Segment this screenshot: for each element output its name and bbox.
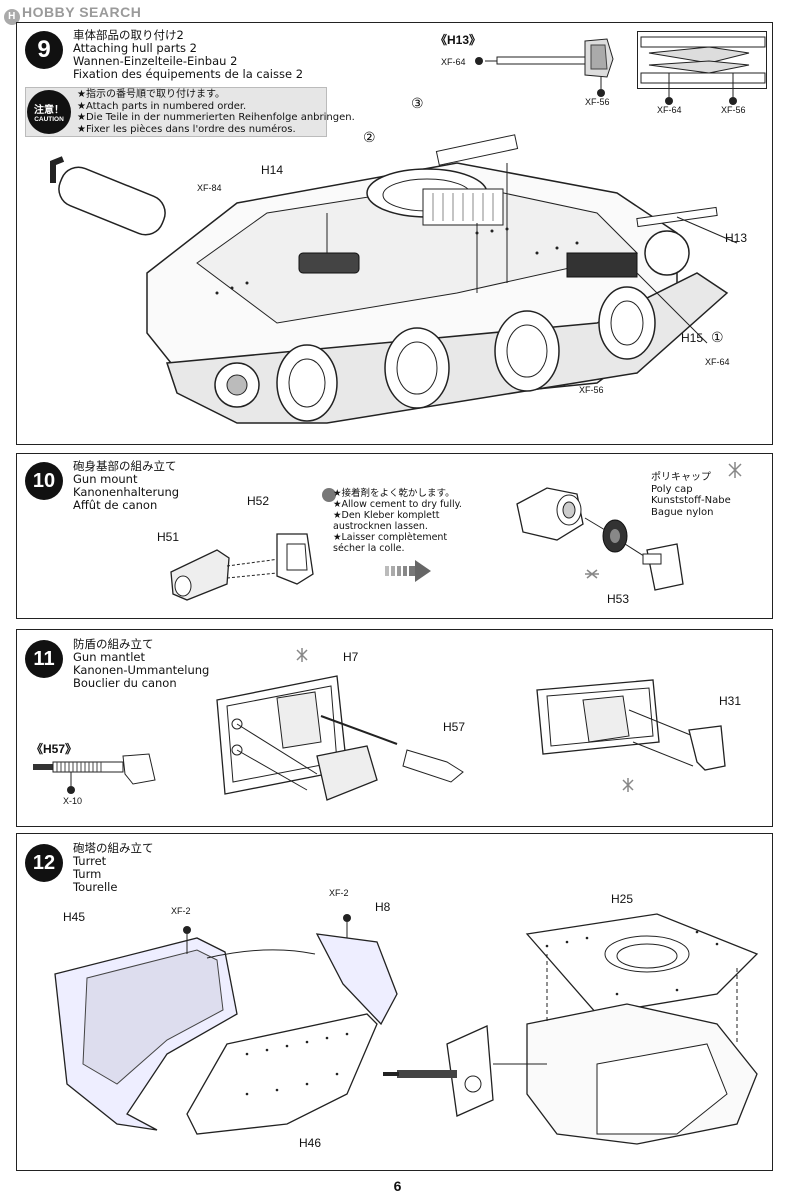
step-11-title-de: Kanonen-Ummantelung: [73, 663, 210, 677]
step-9-title-fr: Fixation des équipements de la caisse 2: [73, 67, 304, 81]
step-11-title-fr: Bouclier du canon: [73, 676, 177, 690]
label-h57: H57: [443, 720, 466, 734]
step-9-titles: 車体部品の取り付け2 Attaching hull parts 2 Wannen…: [73, 29, 303, 81]
label-h52: H52: [247, 494, 270, 508]
paint-xf56-c: XF-56: [579, 385, 604, 395]
paint-x10: X-10: [63, 796, 83, 806]
step-12-title-fr: Tourelle: [73, 880, 118, 894]
caution-line-de: ★Die Teile in der nummerierten Reihenfol…: [77, 112, 355, 123]
mantlet-assembly-drawing: [216, 648, 464, 801]
label-order1: ①: [711, 329, 724, 345]
step-12-panel: 12 砲塔の組み立て Turret Turm Tourelle H45 XF-2…: [16, 833, 773, 1171]
step-12-title-en: Turret: [73, 854, 107, 868]
dry-note-fr2: sécher la colle.: [333, 543, 405, 554]
page-number: 6: [393, 1178, 402, 1194]
step-arrow-icon: [385, 560, 431, 582]
paint-xf56-a: XF-56: [585, 97, 610, 107]
glue-mark-icon: [728, 462, 742, 478]
dry-note-en: ★Allow cement to dry fully.: [333, 499, 462, 510]
label-order3: ③: [411, 95, 424, 111]
polycap-assembly-drawing: [516, 487, 684, 591]
step-10-panel: 10 砲身基部の組み立て Gun mount Kanonenhalterung …: [16, 453, 773, 619]
label-h15: H15: [681, 331, 704, 345]
watermark-text: HOBBY SEARCH: [22, 4, 142, 20]
paint-xf64-b: XF-64: [657, 105, 682, 115]
polycap-en: Poly cap: [651, 483, 693, 495]
h13-detail-label: 《H13》: [435, 33, 482, 47]
step-10-title-fr: Affût de canon: [73, 498, 158, 512]
caution-icon: 注意！ CAUTION: [27, 90, 71, 134]
gun-mount-drawing: [170, 533, 314, 601]
label-h53: H53: [607, 592, 630, 606]
dry-note-de1: ★Den Kleber komplett: [333, 510, 440, 521]
h57-detail-drawing: [33, 753, 156, 794]
step-12-title-ja: 砲塔の組み立て: [73, 841, 154, 855]
polycap-note: ポリキャップ Poly cap Kunststoff-Nabe Bague ny…: [651, 472, 731, 518]
step-9-title-ja: 車体部品の取り付け2: [73, 28, 184, 42]
step-12-titles: 砲塔の組み立て Turret Turm Tourelle: [73, 842, 154, 894]
step-10-titles: 砲身基部の組み立て Gun mount Kanonenhalterung Aff…: [73, 460, 179, 512]
step-10-title-ja: 砲身基部の組み立て: [73, 459, 177, 473]
dry-note-fr1: ★Laisser complètement: [333, 532, 448, 543]
caution-text: ★指示の番号順で取り付けます。 ★Attach parts in numbere…: [77, 89, 355, 135]
step-9-badge: 9: [25, 31, 63, 69]
label-h13: H13: [725, 231, 748, 245]
step-11-title-en: Gun mantlet: [73, 650, 145, 664]
turret-left-drawing: [54, 914, 398, 1135]
dry-note-de2: austrocknen lassen.: [333, 521, 428, 532]
label-h46: H46: [299, 1136, 322, 1150]
polycap-fr: Bague nylon: [651, 506, 714, 518]
caution-line-ja: ★指示の番号順で取り付けます。: [77, 89, 225, 100]
dry-note-ja: ★接着剤をよく乾かします。: [333, 488, 455, 499]
label-h14: H14: [261, 163, 284, 177]
caution-label: 注意！: [34, 105, 64, 116]
step-10-badge: 10: [25, 462, 63, 500]
label-h7: H7: [343, 650, 359, 664]
step-12-badge: 12: [25, 844, 63, 882]
mantlet-h31-drawing: [536, 679, 726, 792]
step-11-title-ja: 防盾の組み立て: [73, 637, 154, 651]
label-h31: H31: [719, 694, 742, 708]
step-9-title-en: Attaching hull parts 2: [73, 41, 197, 55]
watermark-logo-icon: H: [4, 9, 20, 25]
turret-right-drawing: [383, 913, 759, 1145]
step-10-title-en: Gun mount: [73, 472, 138, 486]
label-h51: H51: [157, 530, 180, 544]
step-11-panel: 11 防盾の組み立て Gun mantlet Kanonen-Ummantelu…: [16, 629, 773, 827]
step-11-titles: 防盾の組み立て Gun mantlet Kanonen-Ummantelung …: [73, 638, 209, 690]
step-10-title-de: Kanonenhalterung: [73, 485, 180, 499]
dry-note: ★接着剤をよく乾かします。 ★Allow cement to dry fully…: [333, 488, 462, 554]
label-h25: H25: [611, 892, 634, 906]
caution-sub: CAUTION: [34, 116, 64, 123]
bracket-drawing: [640, 36, 766, 105]
tank-hull-drawing: [50, 134, 738, 424]
label-h8: H8: [375, 900, 391, 914]
polycap-ja: ポリキャップ: [651, 472, 711, 483]
label-order2: ②: [363, 129, 376, 145]
step-9-panel: 9 車体部品の取り付け2 Attaching hull parts 2 Wann…: [16, 22, 773, 445]
caution-line-fr: ★Fixer les pièces dans l'ordre des numér…: [77, 123, 296, 135]
step-11-badge: 11: [25, 640, 63, 678]
paint-xf2-b: XF-2: [329, 888, 349, 898]
bracket-detail-box: [637, 31, 767, 89]
paint-xf84: XF-84: [197, 183, 222, 193]
paint-xf2-a: XF-2: [171, 906, 191, 916]
label-h57-detail: 《H57》: [31, 742, 78, 756]
polycap-de: Kunststoff-Nabe: [651, 495, 731, 506]
step-9-title-de: Wannen-Einzelteile-Einbau 2: [73, 54, 238, 68]
note-icon: [322, 488, 336, 502]
paint-xf64-a: XF-64: [441, 57, 466, 67]
label-h45: H45: [63, 910, 86, 924]
paint-xf64-c: XF-64: [705, 357, 730, 367]
caution-line-en: ★Attach parts in numbered order.: [77, 100, 247, 112]
caution-box: [25, 87, 327, 137]
step-12-title-de: Turm: [73, 867, 102, 881]
h13-axe-drawing: [475, 38, 614, 97]
paint-xf56-b: XF-56: [721, 105, 746, 115]
